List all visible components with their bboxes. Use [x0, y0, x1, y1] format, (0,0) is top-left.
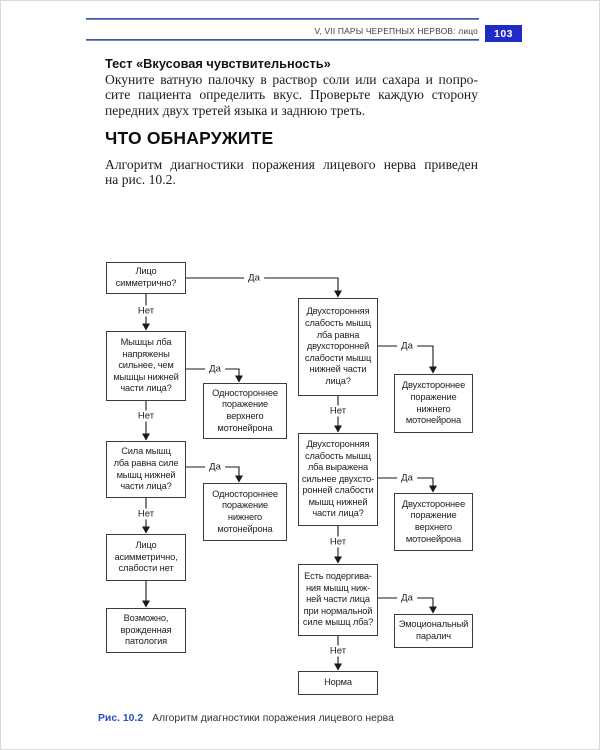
paragraph-line: на рис. 10.2. [105, 172, 176, 188]
flowchart-node-asymmetric-no-weakness: Лицо асимметрично, слабости нет [106, 534, 186, 581]
flowchart-node-bilateral-lower-motor: Двухстороннее поражение нижнего мотонейр… [394, 374, 473, 433]
flowchart-node-emotional-paralysis: Эмоциональный паралич [394, 614, 473, 648]
test-paragraph: Окуните ватную палочку в раствор соли ил… [105, 72, 478, 118]
flowchart-node-face-symmetric: Лицо симметрично? [106, 262, 186, 294]
paragraph-line: Алгоритм диагностики поражения лицевого … [105, 157, 478, 172]
paragraph-line: передних двух третей языка и заднюю трет… [105, 102, 366, 118]
page-number-badge: 103 [485, 25, 522, 42]
edge-label-no: Нет [133, 410, 159, 422]
flowchart-node-bilateral-upper-motor: Двухстороннее поражение верхнего мотоней… [394, 493, 473, 551]
flowchart-node-bilateral-equal: Двухсторонняя слабость мышц лба равна дв… [298, 298, 378, 396]
paragraph-line: Окуните ватную палочку в раствор соли ил… [105, 72, 478, 87]
findings-heading: ЧТО ОБНАРУЖИТЕ [105, 128, 274, 148]
flowchart-node-forehead-equal: Сила мышц лба равна силе мышц нижней час… [106, 441, 186, 498]
figure-caption: Рис. 10.2 Алгоритм диагностики поражения… [98, 713, 394, 724]
edge-label-yes: Да [397, 340, 417, 352]
edge-label-yes: Да [205, 461, 225, 473]
flowchart-node-bilateral-forehead-stronger: Двухсторонняя слабость мышц лба выражена… [298, 433, 378, 526]
edge-label-yes: Да [205, 363, 225, 375]
header-rule-bottom [86, 39, 479, 41]
paragraph-line: сите пациента определить вкус. Проверьте… [105, 87, 478, 103]
flowchart-node-unilateral-lower-motor: Одностороннее поражение нижнего мотонейр… [203, 483, 287, 541]
edge-label-yes: Да [244, 272, 264, 284]
figure-caption-text: Алгоритм диагностики поражения лицевого … [152, 713, 394, 724]
edge-label-no: Нет [325, 405, 351, 417]
edge-label-yes: Да [397, 472, 417, 484]
header-rule-top [86, 18, 479, 20]
edge-label-no: Нет [133, 508, 159, 520]
running-head: V, VII ПАРЫ ЧЕРЕПНЫХ НЕРВОВ: лицо [314, 26, 478, 36]
findings-paragraph: Алгоритм диагностики поражения лицевого … [105, 157, 478, 188]
edge-label-no: Нет [325, 645, 351, 657]
flowchart-node-congenital-pathology: Возможно, врожденная патология [106, 608, 186, 653]
edge-label-yes: Да [397, 592, 417, 604]
test-section-title: Тест «Вкусовая чувствительность» [105, 56, 331, 71]
figure-caption-label: Рис. 10.2 [98, 713, 144, 724]
edge-label-no: Нет [325, 536, 351, 548]
flowchart-node-forehead-stronger: Мышцы лба напряжены сильнее, чем мышцы н… [106, 331, 186, 401]
flowchart-node-unilateral-upper-motor: Одностороннее поражение верхнего мотоней… [203, 383, 287, 439]
flowchart-node-twitching-lower-face: Есть подергива- ния мышц ниж- ней части … [298, 564, 378, 636]
edge-label-no: Нет [133, 305, 159, 317]
flowchart-node-norm: Норма [298, 671, 378, 695]
